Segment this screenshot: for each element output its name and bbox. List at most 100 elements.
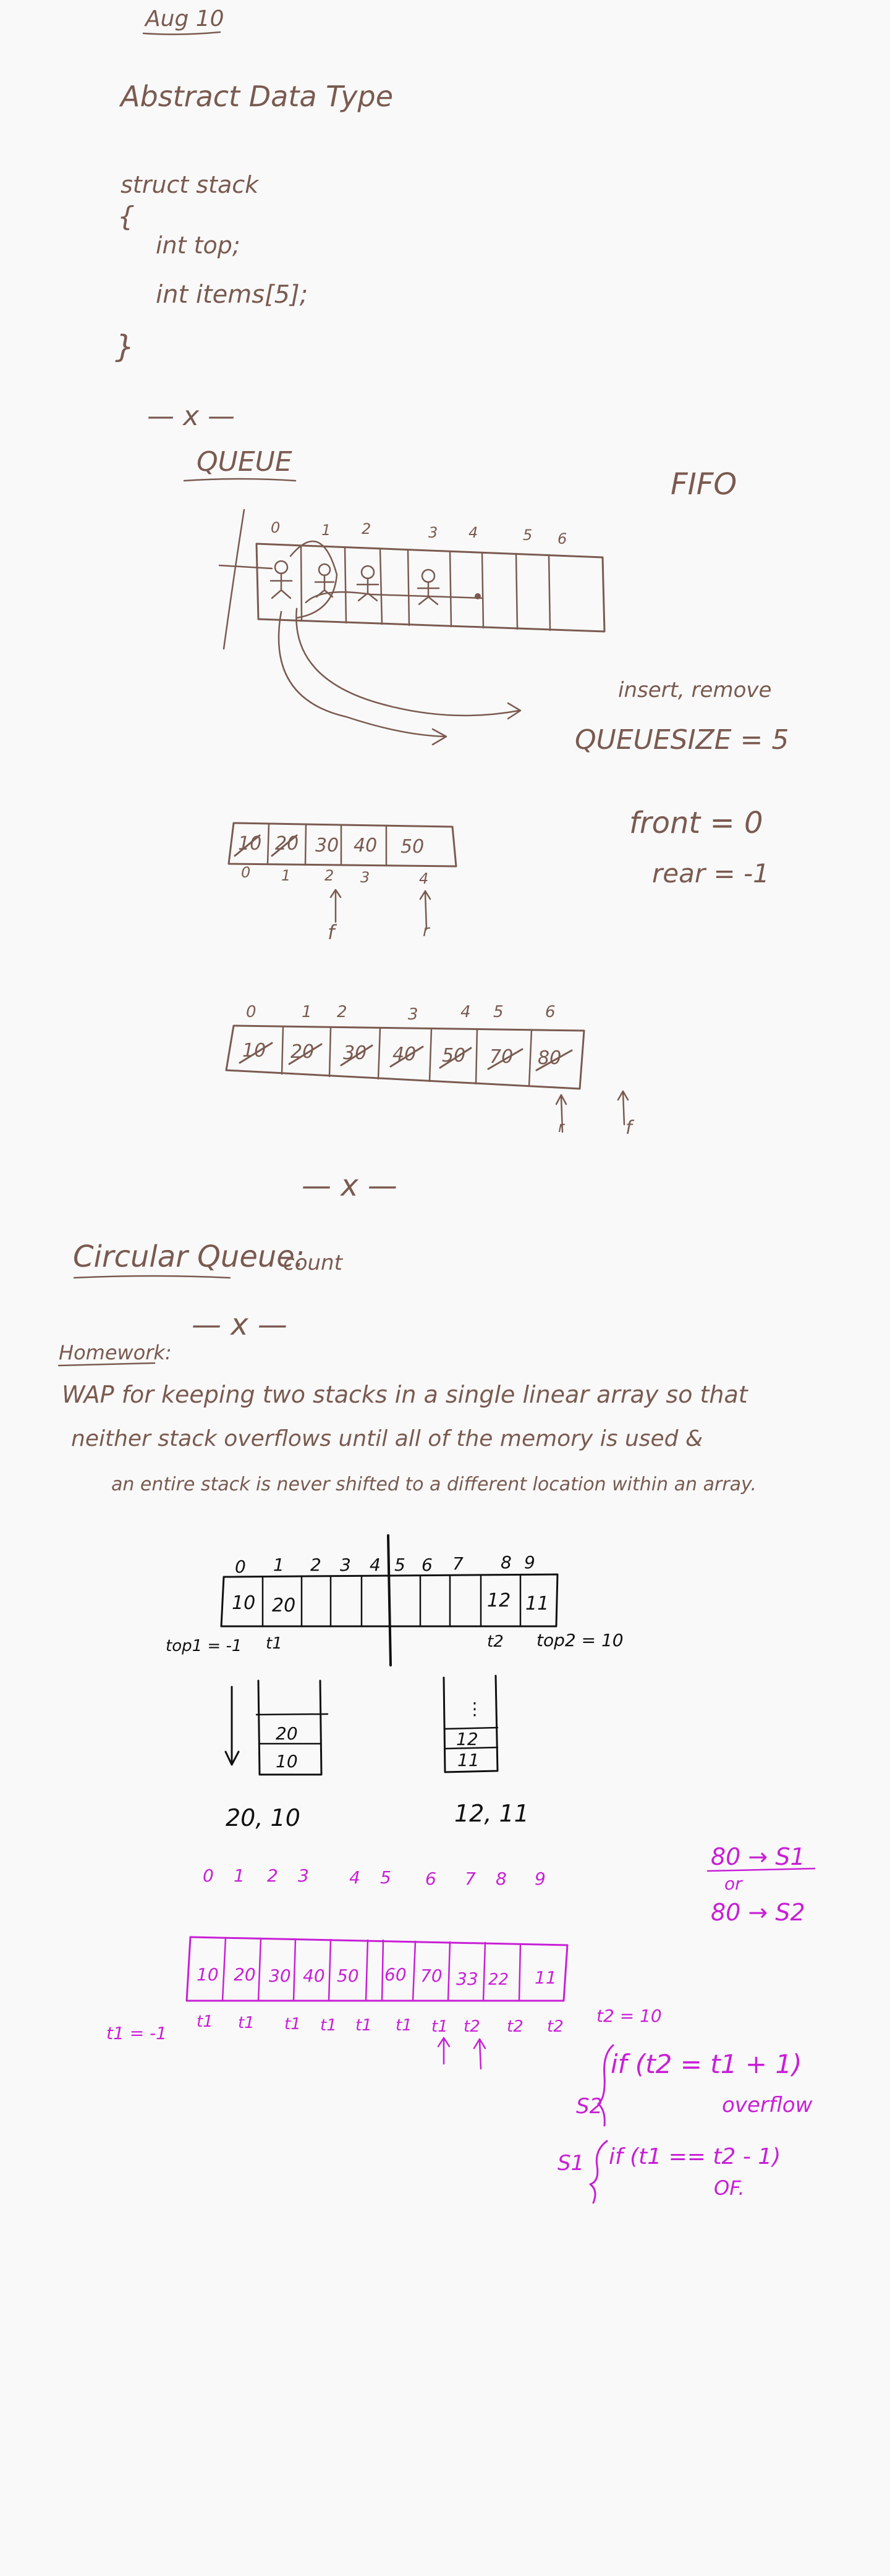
note-s1: 80 → S1 — [711, 1843, 805, 1870]
queue-index: 5 — [523, 526, 532, 544]
array-cell: 11 — [525, 1593, 549, 1615]
array-index: 3 — [340, 1555, 351, 1575]
cond-s2-brace — [597, 2044, 614, 2127]
person-icon — [417, 568, 440, 606]
push-down-arrow — [224, 1686, 240, 1766]
pointer-label: t1 — [320, 2016, 337, 2035]
t2-up-arrow — [473, 2038, 486, 2070]
rear-pointer-label: r — [558, 1118, 566, 1136]
array-index: 1 — [234, 1865, 245, 1886]
stack-cell: 11 — [457, 1750, 480, 1770]
array-index: 2 — [337, 1003, 347, 1021]
array-cell: 50 — [400, 836, 424, 858]
struct-code: struct stack { int top; int items[5]; } — [115, 171, 308, 365]
pointer-label: t1 — [396, 2016, 412, 2035]
front-pointer-label: f — [328, 921, 337, 944]
pointer-label: t1 — [197, 2012, 213, 2031]
date-heading: Aug 10 — [144, 6, 224, 32]
array-cell: 30 — [315, 835, 339, 856]
strike-marks — [239, 1042, 573, 1071]
pointer-label: t1 — [431, 2017, 448, 2036]
circular-count: count — [283, 1251, 344, 1275]
array-cell: 33 — [456, 1969, 478, 1989]
array-cell: 22 — [488, 1970, 509, 1989]
t1-up-arrow — [437, 2037, 451, 2065]
t2-init-label: t2 = 10 — [596, 2006, 662, 2026]
stack-2-container — [443, 1674, 499, 1773]
topic-heading: Abstract Data Type — [119, 80, 393, 113]
array-index: 8 — [501, 1552, 512, 1573]
array-large-box — [225, 1024, 585, 1090]
array-index: 2 — [267, 1865, 278, 1886]
array-small: 10 20 30 40 50 0 1 2 3 4 f r — [227, 822, 457, 944]
queue-index: 0 — [271, 519, 280, 536]
stack-cell: ⋮ — [466, 1699, 483, 1719]
array-cell: 30 — [269, 1966, 291, 1986]
cond-s2-result: overflow — [722, 2093, 813, 2118]
queue-index: 6 — [557, 530, 567, 547]
pointer-label: t2 — [547, 2017, 564, 2036]
array-large-dividers — [281, 1026, 533, 1087]
circular-title: Circular Queue: — [73, 1239, 305, 1274]
array-small-dividers — [266, 822, 388, 867]
array-index: 3 — [360, 869, 370, 886]
stack-2-pop-order: 12, 11 — [454, 1800, 529, 1827]
shift-arrow-left — [278, 610, 447, 746]
array-index: 9 — [524, 1552, 535, 1573]
middle-divider — [387, 1534, 392, 1666]
front-note: front = 0 — [629, 806, 763, 840]
array-index: 4 — [370, 1555, 381, 1575]
pointer-label: t1 — [284, 2015, 301, 2033]
person-icon — [269, 560, 293, 599]
t2-label: t2 — [487, 1632, 504, 1651]
queue-array-dividers — [300, 545, 551, 631]
array-index: 9 — [535, 1869, 546, 1889]
array-cell: 40 — [392, 1044, 416, 1065]
array-index: 3 — [408, 1005, 418, 1024]
loop-arrow — [289, 540, 338, 619]
code-line-struct: struct stack — [121, 171, 260, 198]
array-index: 1 — [302, 1003, 312, 1021]
array-cell: 10 — [232, 1592, 255, 1614]
array-index: 0 — [235, 1556, 246, 1577]
t1-label: t1 — [266, 1634, 282, 1653]
rear-arrow — [419, 890, 431, 929]
array-cell: 70 — [420, 1966, 443, 1986]
pointer-line — [305, 591, 483, 604]
array-index: 6 — [545, 1003, 556, 1021]
array-small-box — [227, 822, 457, 868]
top2-label: top2 = 10 — [536, 1630, 624, 1650]
array-cell: 20 — [272, 1595, 295, 1616]
code-close-brace: } — [115, 329, 135, 365]
queue-index: 1 — [321, 522, 331, 539]
array-large: 0 1 2 3 4 5 6 10 20 30 40 50 70 80 r f — [225, 1003, 635, 1139]
array-cell: 30 — [343, 1042, 367, 1064]
two-stacks-magenta: 80 → S1 or 80 → S2 0 1 2 3 4 5 6 7 8 9 1… — [106, 1843, 816, 2204]
array-index: 4 — [460, 1003, 471, 1021]
cond-s1-expression: if (t1 == t2 - 1) — [609, 2144, 781, 2169]
person-icon — [356, 565, 379, 602]
cond-s1-label: S1 — [557, 2151, 584, 2176]
homework-underline — [57, 1362, 156, 1367]
t1-init-label: t1 = -1 — [106, 2023, 167, 2043]
queue-array-box — [255, 543, 606, 633]
cond-s2-label: S2 — [576, 2094, 603, 2119]
top1-label: top1 = -1 — [166, 1637, 242, 1655]
rear-arrow — [555, 1094, 567, 1133]
stack-cell: 10 — [276, 1751, 298, 1772]
array-dividers — [221, 1936, 522, 2002]
arrival-arrow — [218, 564, 273, 570]
note-or: or — [724, 1873, 743, 1894]
cond-s2-expression: if (t2 = t1 + 1) — [611, 2049, 802, 2079]
array-cell: 40 — [303, 1966, 325, 1986]
pointer-label: t2 — [464, 2017, 480, 2036]
array-index: 4 — [349, 1867, 360, 1888]
queue-index: 4 — [468, 524, 478, 541]
front-arrow — [329, 889, 342, 923]
array-index: 6 — [425, 1869, 436, 1889]
circular-underline — [73, 1275, 231, 1279]
pointer-label: t1 — [355, 2016, 372, 2035]
pointer-label: t1 — [238, 2014, 255, 2032]
queuesize-note: QUEUESIZE = 5 — [575, 724, 789, 756]
array-index: 0 — [246, 1003, 256, 1021]
